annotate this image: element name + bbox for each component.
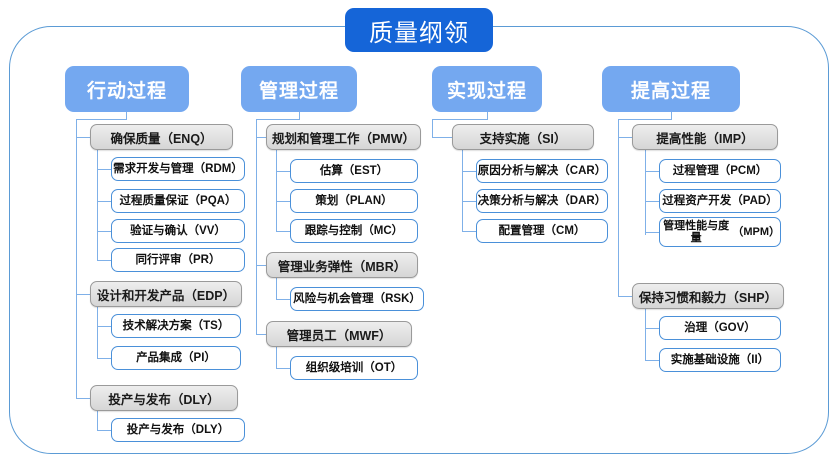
leaf-box-pr[interactable]: 同行评审（PR） bbox=[111, 248, 245, 272]
group-box-edp[interactable]: 设计和开发产品（EDP） bbox=[90, 281, 242, 307]
leaf-box-pcm[interactable]: 过程管理（PCM） bbox=[659, 159, 781, 183]
connector bbox=[432, 119, 434, 138]
leaf-box-ot[interactable]: 组织级培训（OT） bbox=[290, 356, 418, 380]
connector bbox=[97, 231, 111, 233]
leaf-box-ii[interactable]: 实施基础设施（II） bbox=[659, 348, 781, 372]
connector bbox=[645, 171, 659, 173]
connector bbox=[76, 119, 78, 399]
connector bbox=[462, 150, 464, 232]
connector bbox=[276, 278, 278, 300]
connector bbox=[645, 309, 647, 361]
connector bbox=[256, 119, 258, 335]
leaf-box-vv[interactable]: 验证与确认（VV） bbox=[111, 219, 245, 243]
connector bbox=[276, 150, 278, 232]
connector bbox=[256, 137, 266, 139]
connector bbox=[645, 360, 659, 362]
leaf-box-car[interactable]: 原因分析与解决（CAR） bbox=[476, 159, 608, 183]
connector bbox=[645, 328, 659, 330]
connector bbox=[645, 232, 659, 234]
connector bbox=[276, 171, 290, 173]
connector bbox=[645, 150, 647, 235]
leaf-box-dar[interactable]: 决策分析与解决（DAR） bbox=[476, 189, 608, 213]
leaf-box-plan[interactable]: 策划（PLAN） bbox=[290, 189, 418, 213]
connector bbox=[97, 358, 111, 360]
connector bbox=[97, 169, 111, 171]
leaf-box-rdm[interactable]: 需求开发与管理（RDM） bbox=[111, 157, 245, 181]
connector bbox=[256, 119, 300, 121]
connector bbox=[276, 368, 290, 370]
group-box-shp[interactable]: 保持习惯和毅力（SHP） bbox=[632, 283, 784, 309]
connector bbox=[462, 171, 476, 173]
column-header-implement[interactable]: 实现过程 bbox=[432, 66, 542, 112]
connector bbox=[97, 241, 99, 261]
group-box-mbr[interactable]: 管理业务弹性（MBR） bbox=[266, 252, 418, 278]
connector bbox=[97, 307, 99, 359]
connector bbox=[462, 231, 476, 233]
connector bbox=[97, 201, 111, 203]
connector bbox=[97, 411, 99, 431]
column-header-action[interactable]: 行动过程 bbox=[65, 66, 189, 112]
group-box-imp[interactable]: 提高性能（IMP） bbox=[632, 124, 778, 150]
connector bbox=[276, 201, 290, 203]
connector bbox=[276, 347, 278, 369]
connector bbox=[76, 137, 90, 139]
leaf-box-mc[interactable]: 跟踪与控制（MC） bbox=[290, 219, 418, 243]
group-box-dly[interactable]: 投产与发布（DLY） bbox=[90, 385, 238, 411]
connector bbox=[276, 231, 290, 233]
connector bbox=[618, 119, 620, 297]
leaf-box-mpm[interactable]: 管理性能与度量（MPM） bbox=[659, 217, 781, 247]
connector bbox=[618, 119, 672, 121]
group-box-pmw[interactable]: 规划和管理工作（PMW） bbox=[266, 124, 421, 150]
connector bbox=[432, 137, 452, 139]
connector bbox=[671, 112, 673, 120]
leaf-box-dly-child[interactable]: 投产与发布（DLY） bbox=[111, 418, 245, 442]
connector bbox=[256, 265, 266, 267]
connector bbox=[276, 299, 290, 301]
leaf-box-gov[interactable]: 治理（GOV） bbox=[659, 316, 781, 340]
connector bbox=[97, 150, 99, 241]
group-box-si[interactable]: 支持实施（SI） bbox=[452, 124, 594, 150]
connector bbox=[618, 296, 632, 298]
connector bbox=[432, 119, 488, 121]
group-box-enq[interactable]: 确保质量（ENQ） bbox=[90, 124, 233, 150]
column-header-improve[interactable]: 提高过程 bbox=[602, 66, 740, 112]
leaf-box-pqa[interactable]: 过程质量保证（PQA） bbox=[111, 189, 245, 213]
connector bbox=[256, 334, 266, 336]
connector bbox=[487, 112, 489, 120]
connector bbox=[126, 112, 128, 120]
connector bbox=[76, 294, 90, 296]
connector bbox=[76, 398, 90, 400]
connector bbox=[618, 137, 632, 139]
connector bbox=[97, 260, 111, 262]
connector bbox=[299, 112, 301, 120]
connector bbox=[97, 326, 111, 328]
leaf-box-est[interactable]: 估算（EST） bbox=[290, 159, 418, 183]
leaf-box-cm[interactable]: 配置管理（CM） bbox=[476, 219, 608, 243]
column-header-manage[interactable]: 管理过程 bbox=[241, 66, 357, 112]
root-title: 质量纲领 bbox=[345, 8, 493, 52]
connector bbox=[645, 201, 659, 203]
connector bbox=[97, 430, 111, 432]
group-box-mwf[interactable]: 管理员工（MWF） bbox=[266, 321, 412, 347]
leaf-box-pad[interactable]: 过程资产开发（PAD） bbox=[659, 189, 781, 213]
connector bbox=[76, 119, 127, 121]
leaf-box-pi[interactable]: 产品集成（PI） bbox=[111, 346, 241, 370]
connector bbox=[462, 201, 476, 203]
leaf-box-rsk[interactable]: 风险与机会管理（RSK） bbox=[290, 287, 424, 311]
leaf-box-ts[interactable]: 技术解决方案（TS） bbox=[111, 314, 241, 338]
